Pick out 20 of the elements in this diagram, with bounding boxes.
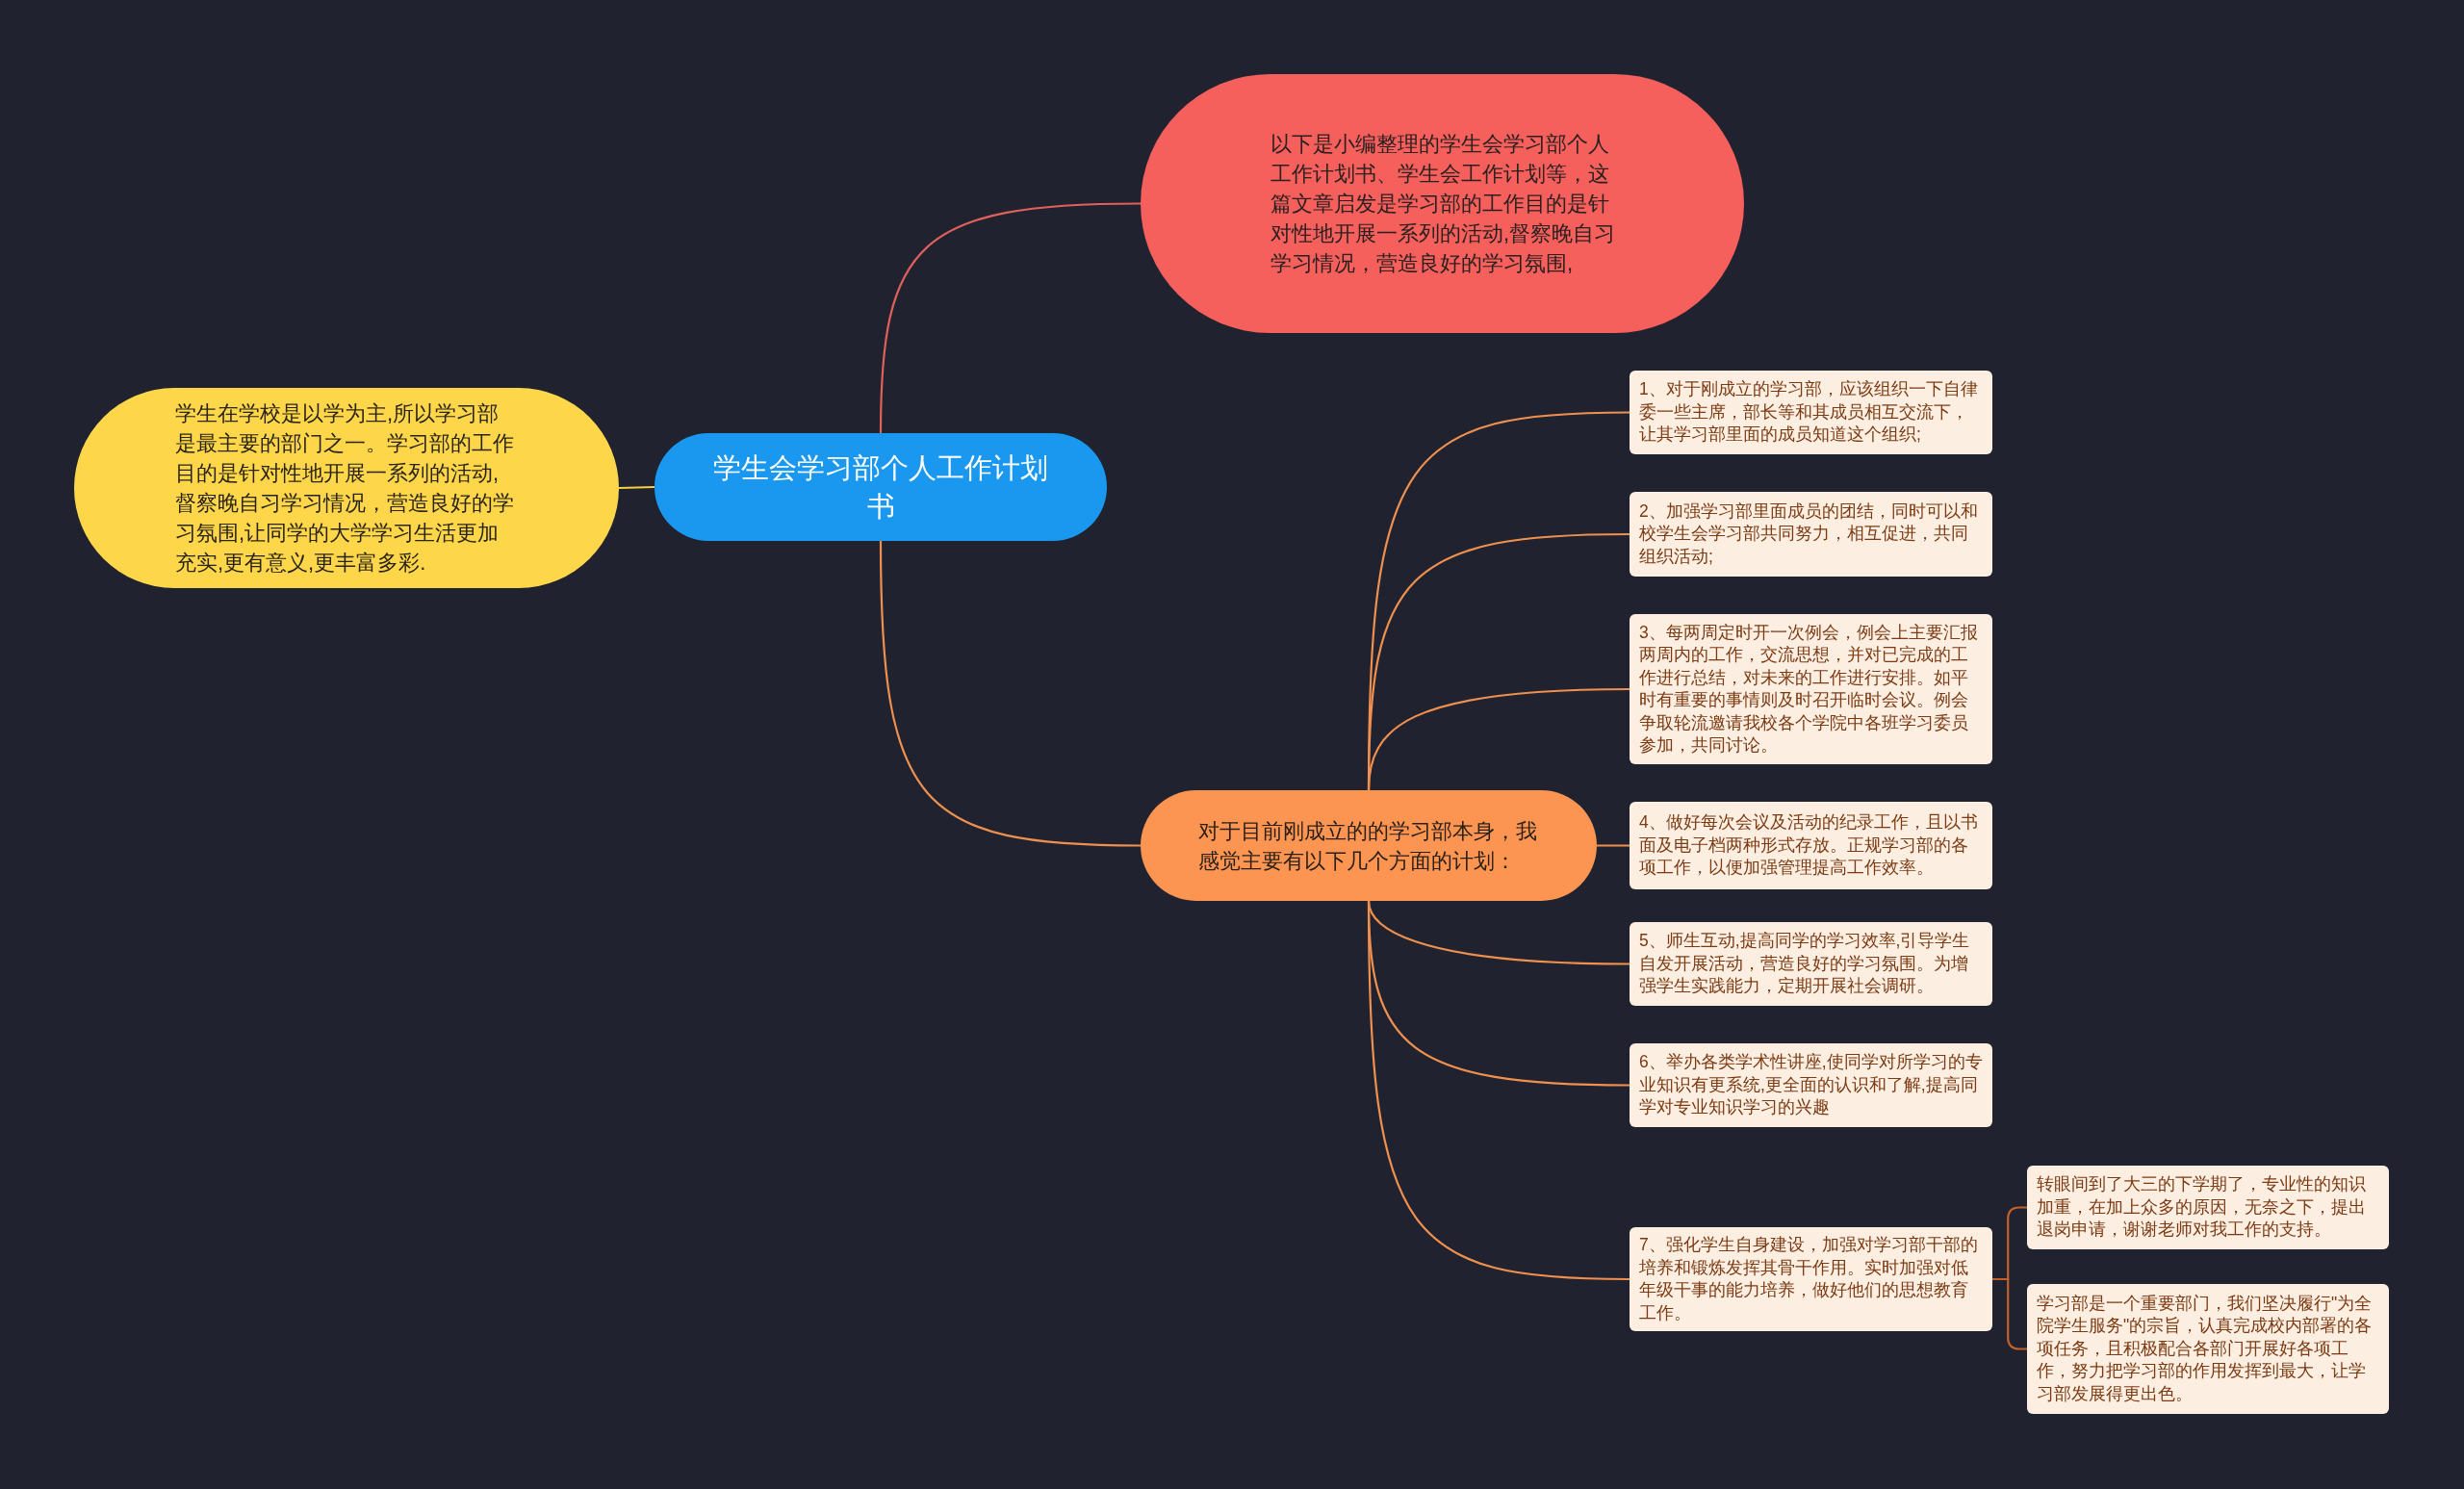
subtopic-box: 4、做好每次会议及活动的纪录工作，且以书面及电子档两种形式存放。正规学习部的各项工作，以便加强管理提高工作效率。	[1630, 802, 1992, 889]
connector-line	[879, 541, 1141, 847]
subtopic-box: 6、举办各类学术性讲座,使同学对所学习的专业知识有更系统,更全面的认识和了解,提高同学对专业知识学习的兴趣	[1630, 1043, 1992, 1127]
subtopic-box: 2、加强学习部里面成员的团结，同时可以和校学生会学习部共同努力，相互促进，共同组织活动;	[1630, 492, 1992, 577]
subtopic-box: 7、强化学生自身建设，加强对学习部干部的培养和锻炼发挥其骨干作用。实时加强对低年级干事的能力培养，做好他们的思想教育工作。	[1630, 1227, 1992, 1331]
connector-line	[1367, 901, 1630, 1281]
topic-pill: 对于目前刚成立的的学习部本身，我感觉主要有以下几个方面的计划：	[1141, 790, 1597, 901]
subtopic-box: 1、对于刚成立的学习部，应该组织一下自律委一些主席，部长等和其成员相互交流下，让其学习部里面的成员知道这个组织;	[1630, 371, 1992, 454]
topic-pill: 学生在学校是以学为主,所以学习部是最主要的部门之一。学习部的工作目的是针对性地开展一系列的活动,督察晚自习学习情况，营造良好的学习氛围,让同学的大学学习生活更加充实,更有意义,更丰富多彩.	[74, 388, 619, 588]
subtopic-box: 学习部是一个重要部门，我们坚决履行"为全院学生服务"的宗旨，认真完成校内部署的各项任务，且积极配合各部门开展好各项工作，努力把学习部的作用发挥到最大，让学习部发展得更出色。	[2027, 1284, 2389, 1414]
subtopic-box: 转眼间到了大三的下学期了，专业性的知识加重，在加上众多的原因，无奈之下，提出退岗申请，谢谢老师对我工作的支持。	[2027, 1166, 2389, 1249]
topic-pill: 以下是小编整理的学生会学习部个人工作计划书、学生会工作计划等，这篇文章启发是学习部的工作目的是针对性地开展一系列的活动,督察晚自习学习情况，营造良好的学习氛围,	[1141, 74, 1744, 333]
connector-line	[1367, 687, 1630, 791]
central-topic-pill: 学生会学习部个人工作计划书	[654, 433, 1107, 541]
connector-line	[879, 202, 1141, 434]
subtopic-box: 3、每两周定时开一次例会，例会上主要汇报两周内的工作，交流思想，并对已完成的工作进行总结，对未来的工作进行安排。如平时有重要的事情则及时召开临时会议。例会争取轮流邀请我校各个学院中各班学习委员参加，共同讨论。	[1630, 614, 1992, 764]
connector-line	[1992, 1277, 2027, 1350]
connector-line	[1597, 844, 1630, 847]
subtopic-box: 5、师生互动,提高同学的学习效率,引导学生自发开展活动，营造良好的学习氛围。为增强学生实践能力，定期开展社会调研。	[1630, 922, 1992, 1006]
connector-line	[618, 485, 655, 490]
